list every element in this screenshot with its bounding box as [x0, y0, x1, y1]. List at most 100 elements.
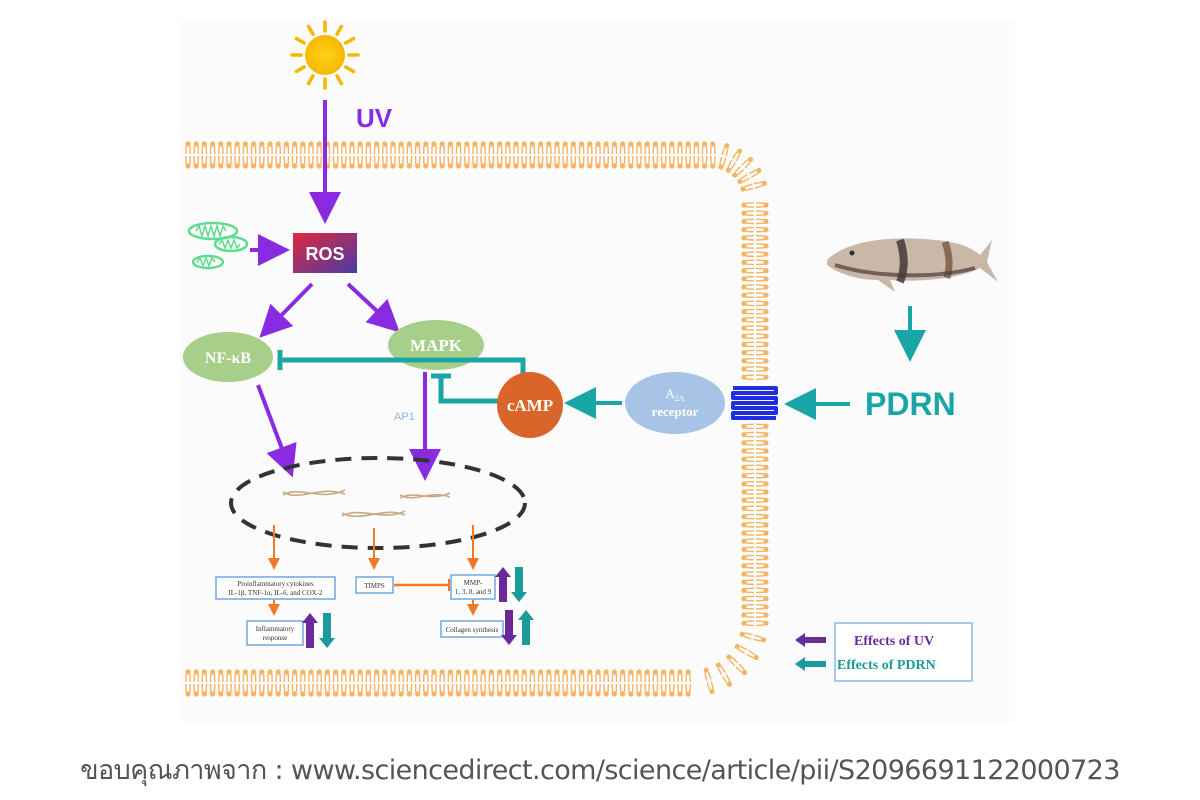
phospholipid [726, 654, 748, 676]
phospholipid [504, 669, 511, 697]
phospholipid [734, 643, 759, 661]
phospholipid [242, 141, 249, 169]
a2a-receptor-label: receptor [652, 404, 699, 419]
phospholipid [283, 141, 290, 169]
collagen-synthesis-box[interactable]: Collagen synthesis [440, 620, 504, 638]
camp-label: cAMP [507, 396, 553, 415]
camp-node[interactable]: cAMP [497, 372, 563, 438]
sun-ray [335, 24, 344, 36]
phospholipid [185, 669, 191, 697]
phospholipid [398, 141, 405, 169]
phospholipid [349, 669, 355, 697]
timps-box[interactable]: TIMPS [355, 576, 394, 594]
phospholipid [504, 141, 511, 169]
nfkb-to-nucleus-arrow [256, 384, 297, 478]
a2a-receptor-node[interactable]: A2A receptor [625, 372, 725, 434]
phospholipid [732, 156, 754, 178]
proinflammatory-cytokines-box[interactable]: Proinflammatory cytokines IL-1β, TNF-1α,… [215, 576, 336, 600]
phospholipid [406, 669, 413, 697]
phospholipid [340, 141, 347, 169]
phospholipid [627, 141, 634, 169]
phospholipid [741, 612, 769, 618]
phospholipid [619, 141, 626, 169]
phospholipid [741, 325, 769, 331]
phospholipid [685, 141, 692, 169]
mmp-uv-up-arrow-icon [495, 567, 511, 602]
phospholipid [741, 341, 769, 348]
phospholipid [668, 141, 675, 169]
phospholipid [741, 202, 769, 208]
phospholipid [677, 141, 683, 169]
phospholipid [562, 669, 569, 697]
sun-ray [306, 24, 315, 36]
phospholipid [741, 251, 769, 258]
mmp-pdrn-down-arrow-icon [511, 567, 527, 602]
phospholipid [701, 141, 708, 169]
phospholipid [422, 141, 429, 169]
phospholipid [644, 141, 651, 169]
inflammatory-line2: response [263, 634, 288, 642]
proinflammatory-line2: IL-1β, TNF-1α, IL-6, and COX-2 [228, 589, 323, 597]
mmp-box[interactable]: MMP- 1, 3, 8, and 9 [450, 574, 496, 600]
ros-node[interactable]: ROS [293, 233, 357, 273]
phospholipid [209, 669, 216, 697]
image-credit: ขอบคุณภาพจาก : www.sciencedirect.com/sci… [80, 755, 1120, 786]
phospholipid [545, 669, 552, 697]
phospholipid [652, 141, 659, 169]
phospholipid [741, 300, 769, 307]
inflammatory-response-pdrn-down-arrow-icon [319, 613, 335, 648]
phospholipid [267, 141, 273, 169]
phospholipid [537, 669, 544, 697]
cell-membrane-corners [703, 143, 767, 695]
phospholipid [603, 141, 610, 169]
effect-arrows [302, 567, 534, 648]
mmp-line1: MMP- [464, 579, 483, 587]
sun-ray [294, 36, 306, 45]
nucleus-outline [229, 456, 527, 550]
phospholipid [741, 210, 769, 217]
nfkb-node[interactable]: NF-κB [183, 332, 273, 382]
phospholipid [414, 141, 421, 169]
phospholipid [741, 489, 769, 495]
transmembrane-receptor-icon [731, 386, 778, 420]
phospholipid [463, 669, 470, 697]
phospholipid [365, 141, 372, 169]
phospholipid [570, 141, 577, 169]
phospholipid [741, 546, 769, 553]
ros-to-mapk-arrow [346, 282, 400, 333]
phospholipid [406, 141, 413, 169]
legend-pdrn-arrow-icon [795, 657, 826, 671]
mmp-line2: 1, 3, 8, and 9 [455, 588, 492, 596]
phospholipid [455, 141, 462, 169]
phospholipid [217, 141, 224, 169]
a2a-receptor-name: A2A [665, 386, 684, 403]
phospholipid [381, 141, 388, 169]
phospholipid [741, 587, 769, 594]
phospholipid [365, 669, 372, 697]
phospholipid [357, 669, 364, 697]
phospholipid [741, 472, 769, 479]
phospholipid [299, 669, 306, 697]
inflammatory-response-box[interactable]: Inflammatory response [246, 620, 304, 646]
pdrn-label: PDRN [865, 386, 956, 422]
phospholipid [685, 669, 692, 697]
phospholipid [308, 669, 314, 697]
phospholipid [741, 595, 769, 602]
phospholipid [595, 141, 601, 169]
phospholipid [373, 669, 380, 697]
phospholipid [741, 259, 769, 266]
phospholipid [741, 423, 769, 430]
phospholipid [660, 669, 667, 697]
phospholipid [741, 521, 769, 528]
sun-ray [344, 65, 356, 74]
phospholipid [398, 669, 405, 697]
phospholipid [740, 180, 767, 192]
phospholipid [636, 669, 642, 697]
phospholipid [741, 562, 769, 569]
phospholipid [603, 669, 610, 697]
phospholipid [480, 141, 487, 169]
phospholipid [529, 669, 536, 697]
phospholipid [201, 669, 208, 697]
legend-uv-label: Effects of UV [854, 634, 934, 649]
